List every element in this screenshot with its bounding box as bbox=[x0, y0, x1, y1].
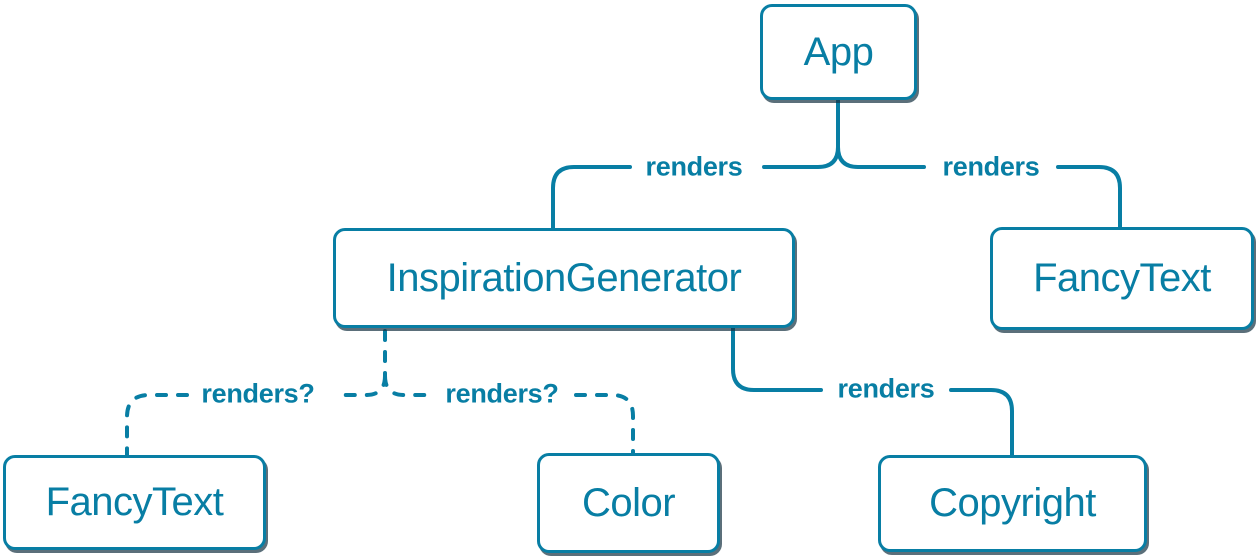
edge-label-ig-fancytext: renders? bbox=[201, 378, 315, 409]
node-color: Color bbox=[537, 453, 720, 553]
node-inspiration-generator-label: InspirationGenerator bbox=[386, 255, 742, 300]
edge-ig-color-right-segment bbox=[383, 374, 431, 397]
node-app: App bbox=[760, 4, 917, 100]
node-fancy-text-bottom: FancyText bbox=[3, 455, 266, 550]
edge-app-fancytext-drop bbox=[1056, 165, 1122, 229]
edge-app-inspirationgenerator-drop bbox=[551, 165, 632, 230]
node-color-label: Color bbox=[581, 480, 676, 525]
edge-ig-color-drop bbox=[574, 393, 635, 455]
node-inspiration-generator: InspirationGenerator bbox=[333, 228, 795, 328]
edge-app-inspirationgenerator-left-segment bbox=[762, 98, 840, 169]
node-fancy-text-bottom-label: FancyText bbox=[45, 480, 224, 524]
node-copyright-label: Copyright bbox=[929, 481, 1096, 525]
node-fancy-text-top-label: FancyText bbox=[1033, 256, 1211, 300]
edge-ig-copyright-left-segment bbox=[731, 326, 823, 392]
edge-ig-copyright-drop bbox=[949, 388, 1014, 457]
edge-ig-fancytext-drop bbox=[125, 393, 189, 457]
edge-label-ig-color: renders? bbox=[445, 378, 559, 409]
edge-app-fancytext-right-segment bbox=[836, 98, 926, 169]
node-copyright: Copyright bbox=[878, 455, 1147, 552]
edge-label-app-inspirationgenerator: renders bbox=[645, 151, 743, 182]
edge-ig-fancytext-left-segment bbox=[339, 374, 387, 397]
edge-label-ig-copyright: renders bbox=[837, 373, 935, 404]
node-fancy-text-top: FancyText bbox=[990, 227, 1254, 330]
node-app-label: App bbox=[803, 29, 874, 74]
edge-label-app-fancytext: renders bbox=[942, 151, 1040, 182]
